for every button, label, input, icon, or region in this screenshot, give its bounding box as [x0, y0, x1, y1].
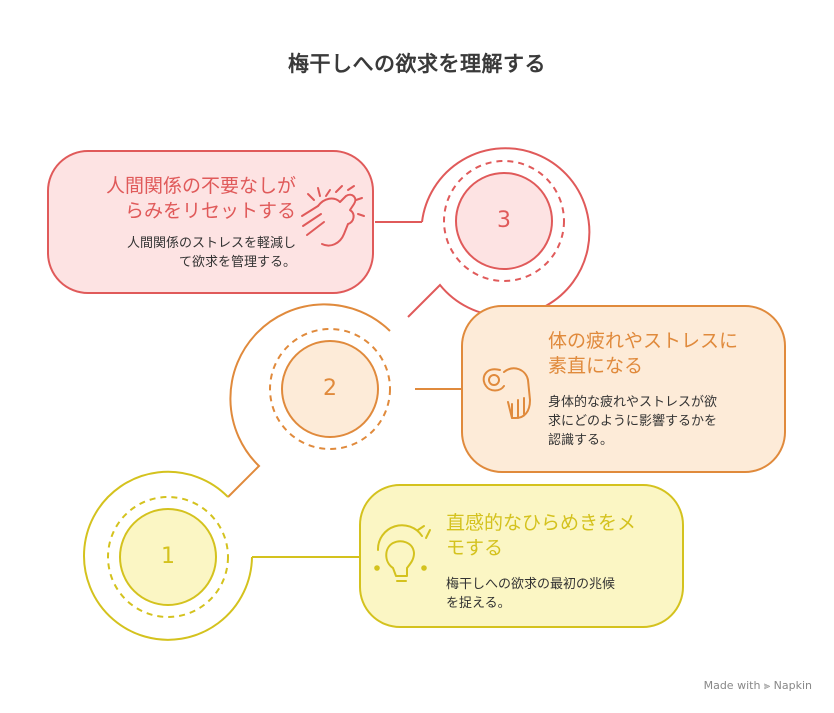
ok-hand-icon [482, 367, 531, 419]
step-3-title-line-1: 人間関係の不要なしが [105, 175, 296, 197]
step-2-description: 身体的な疲れやストレスが欲 求にどのように影響するかを 認識する。 [548, 393, 768, 450]
step-3-title-line-2: らみをリセットする [124, 200, 296, 222]
step-2-title-line-1: 体の疲れやストレスに [548, 330, 739, 352]
step-1-inner-circle [119, 508, 217, 606]
step-1-dashed-ring [107, 496, 229, 618]
step-1-description: 梅干しへの欲求の最初の兆候 を捉える。 [446, 575, 666, 613]
step-3-dashed-ring [443, 160, 565, 282]
made-with-credit: Made with ⫸ Napkin [704, 679, 812, 693]
step-1-number: 1 [161, 544, 175, 569]
step-3-text: 人間関係の不要なしが らみをリセットする 人間関係のストレスを軽減し て欲求を管… [74, 174, 296, 272]
step-2-dashed-ring [269, 328, 391, 450]
step-1-card [359, 484, 684, 628]
step-3-inner-circle [455, 172, 553, 270]
step-2-outer-ring [227, 303, 391, 498]
step-1-group [83, 470, 684, 641]
step-2-title: 体の疲れやストレスに 素直になる [548, 329, 768, 379]
step-3-card [47, 150, 374, 294]
step-2-desc-line-2: 求にどのように影響するかを [548, 414, 718, 429]
step-2-desc-line-3: 認識する。 [548, 433, 614, 448]
step-3-description: 人間関係のストレスを軽減し て欲求を管理する。 [74, 234, 296, 272]
step-3-desc-line-2: て欲求を管理する。 [178, 255, 296, 270]
step-1-desc-line-1: 梅干しへの欲求の最初の兆候 [446, 577, 616, 592]
step-2-group [227, 303, 786, 498]
step-1-title-line-2: モする [446, 537, 504, 559]
step-2-text: 体の疲れやストレスに 素直になる 身体的な疲れやストレスが欲 求にどのように影響… [548, 329, 768, 450]
step-3-desc-line-1: 人間関係のストレスを軽減し [126, 236, 296, 251]
credit-brand: Napkin [773, 679, 812, 692]
step-3-title: 人間関係の不要なしが らみをリセットする [74, 174, 296, 224]
step-2-desc-line-1: 身体的な疲れやストレスが欲 [548, 395, 718, 410]
clapping-hands-icon [301, 185, 365, 247]
lightbulb-icon [374, 524, 431, 582]
step-1-desc-line-2: を捉える。 [446, 596, 511, 611]
step-1-title-line-1: 直感的なひらめきをメ [446, 512, 637, 534]
step-1-title: 直感的なひらめきをメ モする [446, 511, 666, 561]
step-2-inner-circle [281, 340, 379, 438]
step-1-outer-ring [83, 470, 253, 641]
napkin-logo-icon: ⫸ [763, 679, 771, 692]
step-1-text: 直感的なひらめきをメ モする 梅干しへの欲求の最初の兆候 を捉える。 [446, 511, 666, 613]
step-2-number: 2 [323, 376, 337, 401]
page-title: 梅干しへの欲求を理解する [288, 52, 546, 76]
step-3-number: 3 [497, 208, 511, 233]
step-3-group [47, 147, 591, 318]
step-2-title-line-2: 素直になる [548, 355, 644, 377]
step-2-card [461, 305, 786, 473]
credit-prefix: Made with [703, 679, 761, 692]
